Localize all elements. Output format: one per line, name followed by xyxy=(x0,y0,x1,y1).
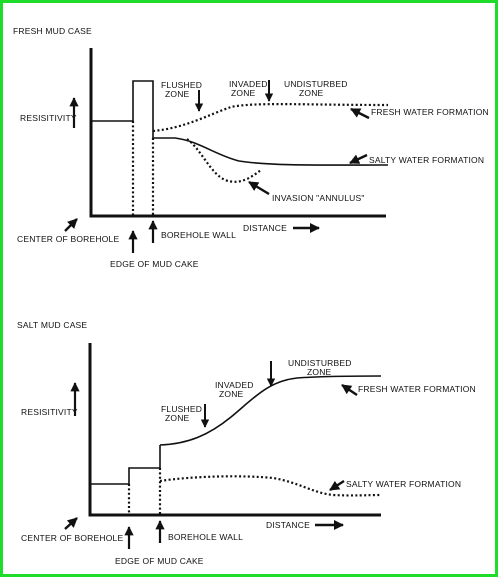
salt-undisturbed-label-1: UNDISTURBED xyxy=(288,358,352,368)
salt-mud-step-profile xyxy=(90,445,161,485)
salt-panel-title: SALT MUD CASE xyxy=(17,320,87,330)
salt-mud-panel: SALT MUD CASE RESISITIVITY FLUSHED ZONE … xyxy=(17,320,476,566)
salt-mudcake-label: EDGE OF MUD CAKE xyxy=(115,556,204,566)
fresh-axes xyxy=(89,48,386,218)
fresh-salty-formation-label: SALTY WATER FORMATION xyxy=(369,155,484,165)
salt-distance-label: DISTANCE xyxy=(266,520,310,530)
salt-invaded-label-2: ZONE xyxy=(219,389,244,399)
salt-center-label: CENTER OF BOREHOLE xyxy=(21,533,123,543)
fresh-wall-label: BOREHOLE WALL xyxy=(161,230,236,240)
salt-undisturbed-label-2: ZONE xyxy=(307,367,332,377)
fresh-water-formation-label: FRESH WATER FORMATION xyxy=(371,107,489,117)
salt-center-arrow-icon xyxy=(64,517,78,530)
salt-axes xyxy=(88,343,381,517)
fresh-panel-title: FRESH MUD CASE xyxy=(13,26,92,36)
fresh-mud-step-profile xyxy=(91,80,154,138)
fresh-water-formation-curve xyxy=(152,103,389,133)
salt-invaded-label-1: INVADED xyxy=(215,380,254,390)
resistivity-diagram: FRESH MUD CASE RESISITIVITY FLUSHED ZONE… xyxy=(13,26,489,566)
salt-resistivity-label: RESISITIVITY xyxy=(21,407,78,417)
salt-salty-water-curve xyxy=(159,475,382,497)
fresh-flushed-label-2: ZONE xyxy=(165,89,190,99)
fresh-flushed-label-1: FLUSHED xyxy=(161,80,202,90)
salty-water-formation-curve xyxy=(153,137,389,166)
fresh-distance-label: DISTANCE xyxy=(243,223,287,233)
salt-flushed-label-2: ZONE xyxy=(165,413,190,423)
fresh-water-arrow-icon xyxy=(350,107,370,120)
fresh-salty-arrow-icon xyxy=(349,153,368,165)
salt-salty-formation-label: SALTY WATER FORMATION xyxy=(346,479,461,489)
salt-fresh-water-curve xyxy=(159,375,382,446)
salt-wall-label: BOREHOLE WALL xyxy=(168,532,243,542)
invasion-arrow-icon xyxy=(248,180,270,196)
salt-flushed-label-1: FLUSHED xyxy=(161,404,202,414)
fresh-resistivity-label: RESISITIVITY xyxy=(20,113,77,123)
salt-fresh-formation-label: FRESH WATER FORMATION xyxy=(358,384,476,394)
invasion-annulus-label: INVASION "ANNULUS" xyxy=(272,193,365,203)
fresh-mudcake-label: EDGE OF MUD CAKE xyxy=(110,259,199,269)
fresh-undisturbed-label-2: ZONE xyxy=(299,88,324,98)
salt-fresh-arrow-icon xyxy=(341,384,358,396)
fresh-mud-panel: FRESH MUD CASE RESISITIVITY FLUSHED ZONE… xyxy=(13,26,489,269)
fresh-center-arrow-icon xyxy=(64,218,78,232)
fresh-undisturbed-label-1: UNDISTURBED xyxy=(284,79,348,89)
fresh-invaded-label-2: ZONE xyxy=(231,88,256,98)
salt-salty-arrow-icon xyxy=(329,479,345,492)
fresh-center-label: CENTER OF BOREHOLE xyxy=(17,234,119,244)
fresh-invaded-label-1: INVADED xyxy=(229,79,268,89)
